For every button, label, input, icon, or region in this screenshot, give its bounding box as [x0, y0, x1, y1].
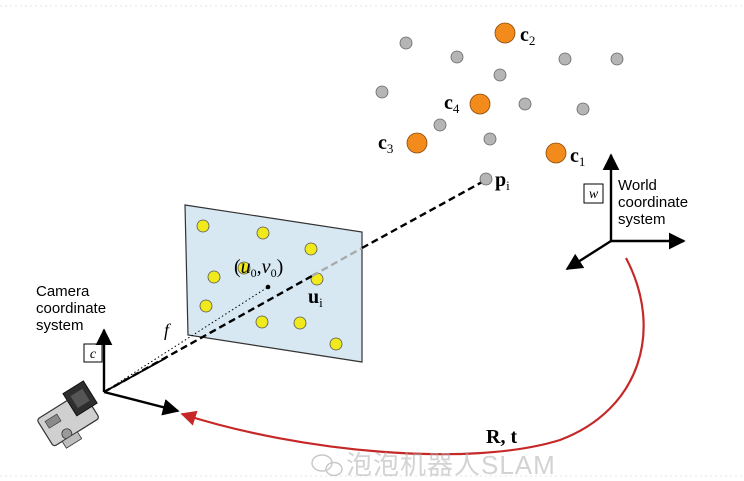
world-point	[518, 97, 532, 111]
projected-point	[196, 219, 210, 233]
camera-icon	[37, 380, 99, 449]
world-point	[610, 52, 624, 66]
camera-frame	[95, 328, 180, 416]
control-points	[406, 22, 567, 164]
world-point	[558, 52, 572, 66]
transform-arrow	[180, 257, 645, 456]
world-point-p-i	[479, 172, 493, 186]
watermark: 泡泡机器人SLAM	[311, 450, 556, 480]
camera-frame-label: Camera coordinate system	[36, 283, 110, 334]
projected-point	[304, 242, 318, 256]
world-point	[399, 36, 413, 50]
label-c2: c2	[520, 24, 535, 48]
control-point-c2	[494, 22, 516, 44]
optical-axis	[103, 286, 269, 393]
world-point	[450, 50, 464, 64]
control-point-c3	[406, 132, 428, 154]
projected-point	[293, 316, 307, 330]
watermark-text: 泡泡机器人SLAM	[346, 450, 556, 480]
projected-point	[329, 337, 343, 351]
label-u-i: ui	[308, 286, 323, 310]
camera-axis-x	[103, 390, 180, 416]
projection-ray-back	[361, 179, 485, 250]
label-c3: c3	[378, 132, 393, 156]
world-frame-symbol-box	[583, 183, 604, 204]
control-point-c4	[469, 93, 491, 115]
projected-point	[199, 299, 213, 313]
camera-axis-z	[103, 357, 167, 393]
world-frame-label: World coordinate system	[618, 177, 692, 228]
world-axis-y	[565, 239, 612, 271]
world-point	[433, 118, 447, 132]
projected-point	[255, 315, 269, 329]
world-point	[576, 102, 590, 116]
label-p-i: pi	[495, 169, 510, 193]
world-point	[375, 85, 389, 99]
projected-point	[237, 261, 251, 275]
control-point-c1	[545, 142, 567, 164]
transform-label: R, t	[486, 426, 517, 448]
projected-point	[207, 270, 221, 284]
camera-frame-symbol-box	[83, 343, 103, 363]
world-point	[493, 68, 507, 82]
projected-points	[196, 219, 343, 351]
label-principal-point: (u0,v0)	[234, 256, 283, 280]
world-frame: w	[565, 153, 686, 271]
label-focal-length: f	[164, 320, 172, 340]
label-c4: c4	[444, 92, 460, 116]
world-points	[375, 36, 624, 186]
world-frame-symbol: w	[589, 187, 599, 202]
projected-point	[256, 226, 270, 240]
label-c1: c1	[570, 145, 585, 169]
world-point	[483, 132, 497, 146]
camera-frame-symbol: c	[90, 347, 97, 362]
projection-ray-through-plane	[311, 246, 363, 278]
